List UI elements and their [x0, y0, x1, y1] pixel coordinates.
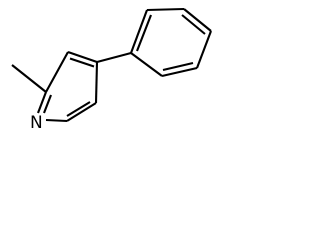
bond-ph-c6-c1	[130, 52, 163, 77]
bond-c2-methyl	[11, 64, 47, 93]
structure-drawing: N	[11, 7, 212, 133]
bond-c5-c6-inner	[66, 101, 91, 117]
bond-n1-c2	[37, 91, 47, 114]
bond-ph-c2-c3	[146, 7, 185, 12]
bond-c6-n1	[45, 118, 68, 123]
bond-ph-c4-c5	[196, 30, 212, 69]
bond-ph-c3-c4-inner	[181, 14, 206, 35]
bond-ph-c1-c2-inner	[136, 14, 152, 52]
bond-ph-c1-c2	[130, 9, 148, 54]
bond-ph-c3-c4	[183, 8, 212, 32]
bond-ph-c5-c6-inner	[162, 61, 194, 72]
bond-c5-c6	[66, 102, 97, 122]
bond-c2-c3	[45, 51, 69, 93]
bond-ph-c5-c6	[161, 66, 198, 78]
nitrogen-atom-label: N	[30, 113, 43, 133]
bond-c3-c4-inner	[69, 57, 95, 68]
molecule-canvas: N	[0, 0, 216, 148]
bond-n1-c2-inner	[43, 94, 52, 114]
bond-c4-c5	[94, 61, 99, 104]
bond-c3-c4	[67, 51, 98, 63]
bond-c4-phenyl	[96, 51, 132, 64]
